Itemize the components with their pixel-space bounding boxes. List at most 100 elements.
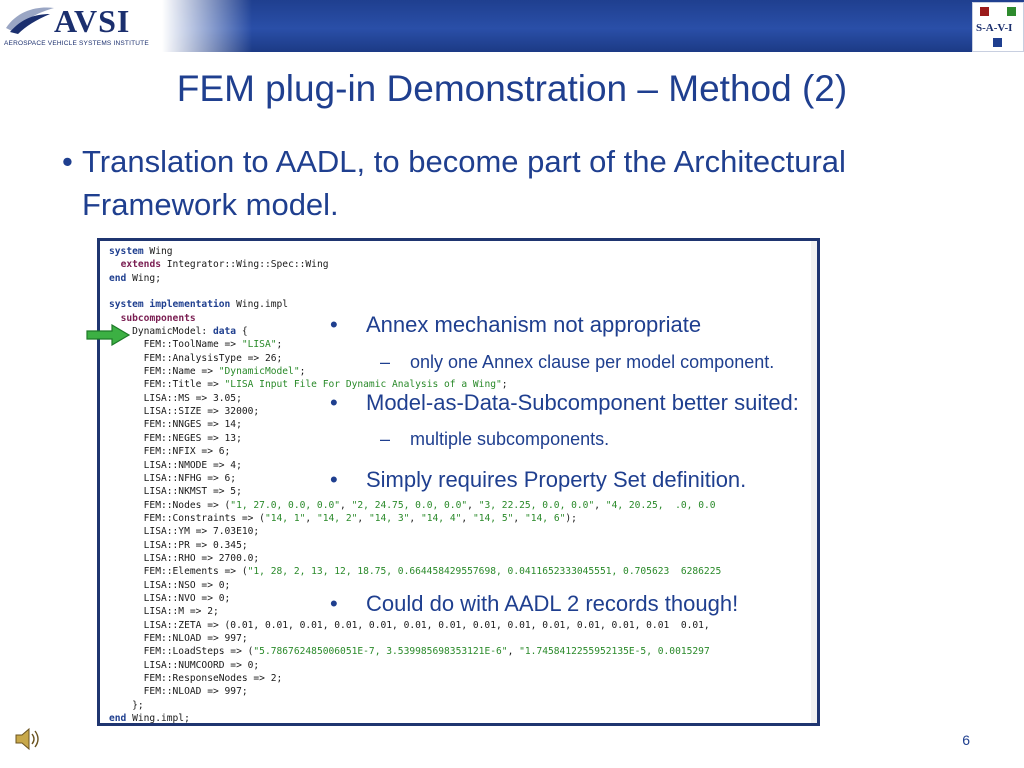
code-token: "LISA" — [241, 339, 277, 351]
code-token: "1, 28, 2, 13, 12, 18.75, 0.664458429557… — [247, 566, 722, 578]
savi-red-square — [980, 7, 989, 16]
code-token: Wing.impl; — [126, 713, 190, 725]
bullet-glyph: • — [330, 312, 338, 337]
code-token: system implementation — [109, 299, 231, 311]
code-line: system implementation Wing.impl — [109, 298, 721, 311]
header-fade — [162, 0, 252, 52]
code-token: FEM::ToolName => — [109, 339, 242, 351]
code-token: "1, 27.0, 0.0, 0.0" — [230, 499, 341, 511]
code-token: Wing.impl — [230, 299, 289, 311]
code-token: LISA::NUMCOORD => 0; — [109, 659, 260, 671]
code-token: "14, 2" — [316, 512, 358, 524]
code-line: FEM::NNGES => 14; — [109, 418, 721, 431]
code-token: "DynamicModel" — [218, 366, 300, 378]
code-line: }; — [109, 699, 721, 712]
speaker-icon[interactable] — [12, 724, 42, 754]
code-line: FEM::LoadSteps => ("5.786762485006051E-7… — [109, 645, 721, 658]
dash-glyph: – — [380, 429, 391, 449]
code-line: FEM::Nodes => ("1, 27.0, 0.0, 0.0", "2, … — [109, 499, 721, 512]
right-arrow-icon — [86, 324, 130, 346]
code-line: FEM::NEGES => 13; — [109, 432, 721, 445]
overlay-bullet-text: Annex mechanism not appropriate — [366, 312, 702, 337]
code-line: DynamicModel: data { — [109, 325, 721, 338]
code-line: LISA::NUMCOORD => 0; — [109, 659, 721, 672]
code-token: FEM::Constraints => ( — [109, 512, 265, 524]
code-line: LISA::NVO => 0; — [109, 592, 721, 605]
code-token: "LISA Input File For Dynamic Analysis of… — [224, 379, 502, 391]
code-line: LISA::NFHG => 6; — [109, 472, 721, 485]
code-token: }; — [109, 699, 144, 711]
code-token: LISA::M => 2; — [109, 606, 219, 618]
code-line: LISA::PR => 0.345; — [109, 539, 721, 552]
code-token: "14, 1" — [264, 512, 306, 524]
code-token: "14, 3" — [368, 512, 410, 524]
code-token: FEM::Nodes => ( — [109, 499, 231, 511]
bullet-glyph: • — [330, 467, 338, 492]
code-line: FEM::Name => "DynamicModel"; — [109, 365, 721, 378]
code-token: FEM::ResponseNodes => 2; — [109, 673, 283, 684]
overlay-bullet-text: only one Annex clause per model componen… — [410, 352, 775, 372]
code-token: Wing; — [126, 272, 161, 284]
overlay-bullet-text: Simply requires Property Set definition. — [366, 467, 747, 492]
code-token: , — [409, 512, 421, 524]
code-token: LISA::NFHG => 6; — [109, 472, 237, 484]
code-token: "3, 22.25, 0.0, 0.0" — [478, 499, 595, 511]
code-token: ; — [501, 379, 508, 391]
code-token: LISA::MS => 3.05; — [109, 392, 242, 404]
bullet-glyph: • — [330, 390, 338, 415]
code-line: LISA::NKMST => 5; — [109, 485, 721, 498]
code-token: , — [340, 499, 352, 511]
code-token: LISA::RHO => 2700.0; — [109, 552, 260, 564]
code-line: end Wing; — [109, 272, 721, 285]
code-token: , — [305, 512, 317, 524]
code-token: FEM::Title => — [109, 379, 225, 391]
code-token: { — [236, 326, 248, 338]
code-line: FEM::ToolName => "LISA"; — [109, 338, 721, 351]
code-token: "14, 6" — [524, 512, 566, 524]
code-token: "1.7458412255952135E-5, 0.0015297 — [519, 646, 710, 658]
code-token: LISA::SIZE => 32000; — [109, 406, 260, 418]
code-scrollbar[interactable] — [811, 241, 817, 723]
code-line: LISA::M => 2; — [109, 605, 721, 618]
code-token: Wing — [143, 246, 173, 257]
code-token: end — [109, 713, 127, 725]
code-token: LISA::NKMST => 5; — [109, 486, 242, 498]
code-line: end Wing.impl; — [109, 712, 721, 725]
bullet-glyph: • — [330, 591, 338, 616]
code-token: Integrator::Wing::Spec::Wing — [161, 259, 329, 271]
code-token: "2, 24.75, 0.0, 0.0" — [351, 499, 468, 511]
savi-green-square — [1007, 7, 1016, 16]
dash-glyph: – — [380, 352, 391, 372]
code-token: FEM::NNGES => 14; — [109, 419, 242, 431]
code-token: FEM::AnalysisType => 26; — [109, 352, 283, 364]
code-token: end — [109, 272, 127, 284]
avsi-tagline: AEROSPACE VEHICLE SYSTEMS INSTITUTE — [4, 40, 149, 47]
code-token: DynamicModel: — [109, 326, 213, 338]
code-token: , — [357, 512, 369, 524]
code-token — [109, 259, 121, 270]
overlay-bullet-text: Model-as-Data-Subcomponent better suited… — [366, 390, 799, 415]
avsi-wordmark: AVSI — [54, 3, 131, 39]
code-token: FEM::NFIX => 6; — [109, 446, 231, 458]
code-token: system — [109, 246, 144, 257]
code-token: FEM::LoadSteps => ( — [109, 646, 254, 658]
code-token: FEM::NLOAD => 997; — [109, 686, 248, 698]
code-token: ); — [565, 512, 577, 524]
code-token: "5.786762485006051E-7, 3.539985698353121… — [253, 646, 508, 658]
code-token: LISA::NSO => 0; — [109, 579, 231, 591]
code-token: FEM::NEGES => 13; — [109, 432, 242, 444]
main-bullet-text: Translation to AADL, to become part of t… — [82, 144, 846, 222]
code-line: subcomponents — [109, 312, 721, 325]
code-token: LISA::NVO => 0; — [109, 592, 231, 604]
code-line: LISA::SIZE => 32000; — [109, 405, 721, 418]
code-token: LISA::ZETA => (0.01, 0.01, 0.01, 0.01, 0… — [109, 619, 710, 631]
code-token: LISA::NMODE => 4; — [109, 459, 242, 471]
code-token: , — [461, 512, 473, 524]
code-line: LISA::RHO => 2700.0; — [109, 552, 721, 565]
code-line: FEM::AnalysisType => 26; — [109, 352, 721, 365]
code-token: FEM::NLOAD => 997; — [109, 632, 248, 644]
savi-logo-text: S-A-V-I — [976, 22, 1013, 34]
code-token: , — [467, 499, 479, 511]
code-line: LISA::YM => 7.03E10; — [109, 525, 721, 538]
code-line: extends Integrator::Wing::Spec::Wing — [109, 258, 721, 271]
